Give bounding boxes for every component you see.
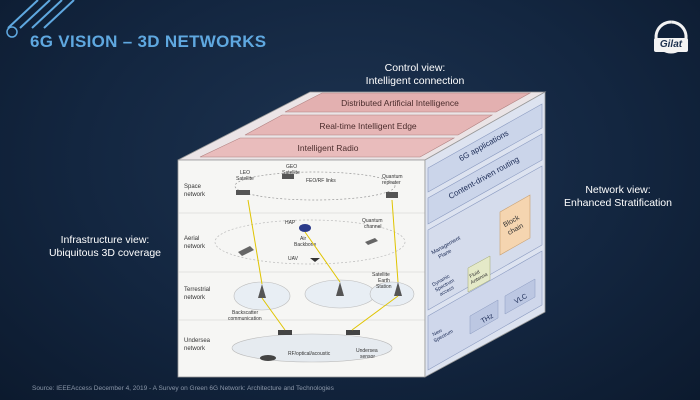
aircraft-icon [365, 238, 378, 245]
control-view-heading: Control view: [384, 62, 446, 74]
row-label-undersea-line: network [184, 346, 206, 352]
row-label-space-line: network [184, 192, 206, 198]
top-layer-radio-label: Intelligent Radio [298, 143, 359, 153]
dynamic-spectrum-label: DynamicSpectrumaccess [431, 273, 458, 299]
top-layer-radio [199, 137, 456, 158]
top-layer-edge-label: Real-time Intelligent Edge [319, 121, 417, 131]
hap-icon [299, 224, 311, 232]
infrastructure-view-heading: Infrastructure view: [60, 234, 150, 246]
thz-box [469, 299, 499, 335]
top-layer-dai [284, 92, 532, 113]
network-view-caption: Network view: Enhanced Stratification [548, 184, 688, 210]
row-label-aerial-line: network [184, 244, 206, 250]
submarine-icon [260, 355, 276, 361]
orbit-ring [234, 171, 396, 201]
row-label-aerial: Aerial network [184, 236, 206, 250]
cell-tower-icon [336, 282, 344, 296]
ship-icon [278, 330, 292, 335]
control-view-caption: Control view: Intelligent connection [330, 62, 500, 88]
aerial-ring [214, 219, 406, 265]
top-layer-dai-label: Distributed Artificial Intelligence [341, 98, 459, 108]
side-layer-middle [427, 165, 543, 311]
source-citation: Source: IEEEAccess December 4, 2019 - A … [32, 385, 334, 392]
leo-satellite-icon [236, 190, 250, 195]
rf-optical-label: RF/optical/acoustic [288, 351, 331, 357]
network-view-subtitle: Enhanced Stratification [564, 197, 672, 209]
slide-title: 6G VISION – 3D NETWORKS [30, 32, 267, 51]
ship-icon [346, 330, 360, 335]
row-label-undersea-line: Undersea [184, 338, 211, 344]
quantum-repeater-icon [386, 192, 398, 198]
uav-label: UAV [288, 256, 299, 262]
row-label-terrestrial-line: Terrestrial [184, 287, 210, 293]
gilat-logo-text: Gilat [654, 38, 688, 52]
hap-label: HAP [285, 220, 296, 226]
row-label-aerial-line: Aerial [184, 236, 199, 242]
control-view-subtitle: Intelligent connection [365, 75, 465, 87]
network-view-heading: Network view: [585, 184, 651, 196]
undersea-region [231, 333, 393, 363]
side-layer-apps [427, 103, 543, 193]
infrastructure-view-subtitle: Ubiquitous 3D coverage [48, 247, 162, 259]
feo-label: FEO/RF links [306, 178, 336, 184]
block-chain-box [499, 194, 531, 256]
top-layer-edge [244, 114, 494, 136]
row-label-undersea: Undersea network [184, 338, 212, 352]
fluid-antenna-box [467, 255, 491, 293]
vlc-box [504, 278, 536, 315]
aircraft-icon [238, 246, 254, 256]
decorative-stripes [6, 0, 75, 38]
cell-tower-icon [258, 284, 266, 298]
row-label-space-line: Space [184, 184, 202, 190]
satellite-station-icon [394, 282, 402, 296]
row-label-terrestrial: Terrestrial network [184, 287, 212, 301]
row-label-space: Space network [184, 184, 206, 198]
uav-icon [310, 258, 320, 262]
side-layer-routing [427, 133, 543, 225]
row-label-terrestrial-line: network [184, 295, 206, 301]
infrastructure-view-caption: Infrastructure view: Ubiquitous 3D cover… [30, 234, 180, 260]
geo-satellite-icon [282, 174, 294, 179]
